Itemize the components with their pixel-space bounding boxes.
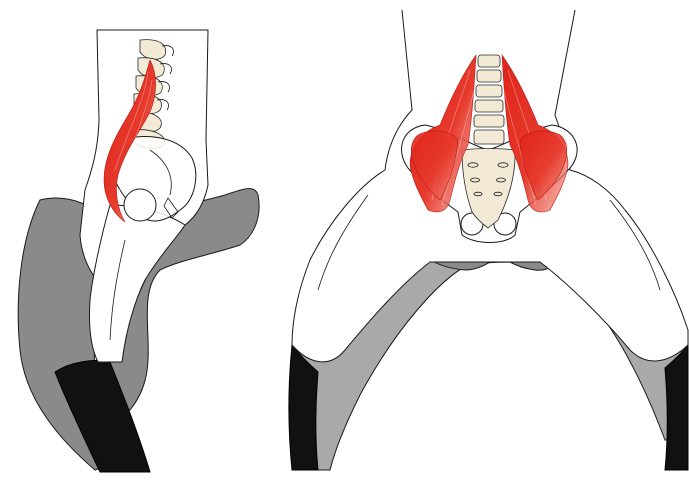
hip-joint-side	[124, 189, 156, 221]
front-view	[289, 10, 688, 470]
side-view	[18, 30, 259, 472]
